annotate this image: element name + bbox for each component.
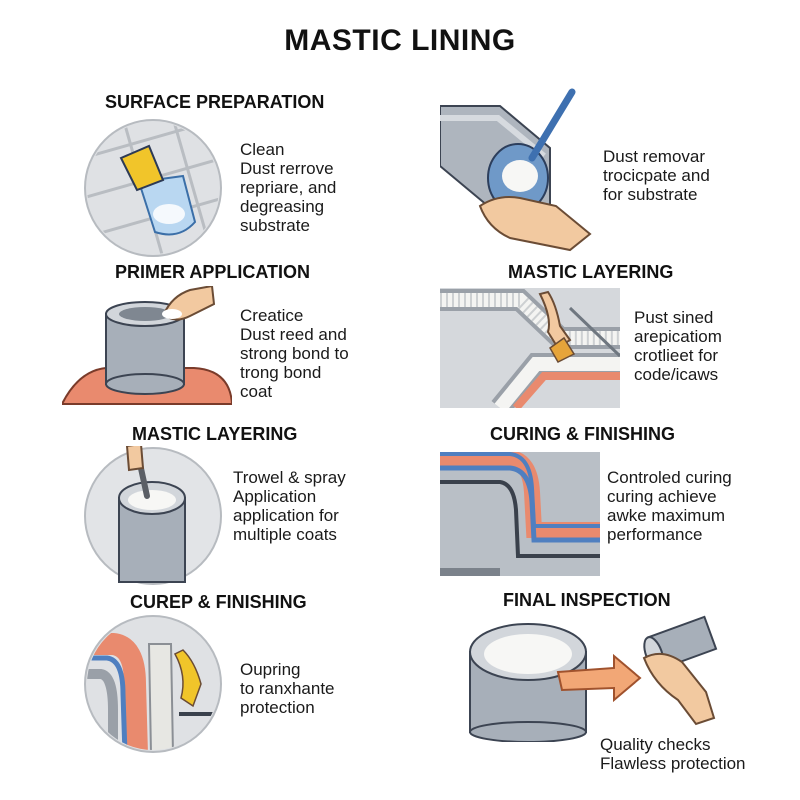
page-title: MASTIC LINING	[284, 24, 516, 57]
step-heading-mastic-layering-right: MASTIC LAYERING	[508, 262, 674, 282]
step-heading-mastic-layering-left: MASTIC LAYERING	[132, 424, 298, 444]
curing-finishing-illustration	[440, 452, 600, 576]
mastic-layering-left-illustration	[84, 446, 222, 585]
mastic-layering-right-illustration	[440, 288, 620, 408]
step-heading-final-inspection: FINAL INSPECTION	[503, 590, 671, 610]
curep-finishing-illustration	[84, 615, 222, 753]
primer-application-illustration	[62, 286, 232, 405]
step-heading-curep-finishing: CUREP & FINISHING	[130, 592, 307, 612]
step-heading-primer-application: PRIMER APPLICATION	[115, 262, 311, 282]
surface-preparation-illustration	[84, 119, 222, 257]
final-inspection-illustration	[469, 615, 718, 742]
step-heading-curing-finishing: CURING & FINISHING	[490, 424, 676, 444]
dust-removal-illustration	[440, 88, 592, 252]
step-heading-surface-preparation: SURFACE PREPARATION	[105, 92, 325, 112]
